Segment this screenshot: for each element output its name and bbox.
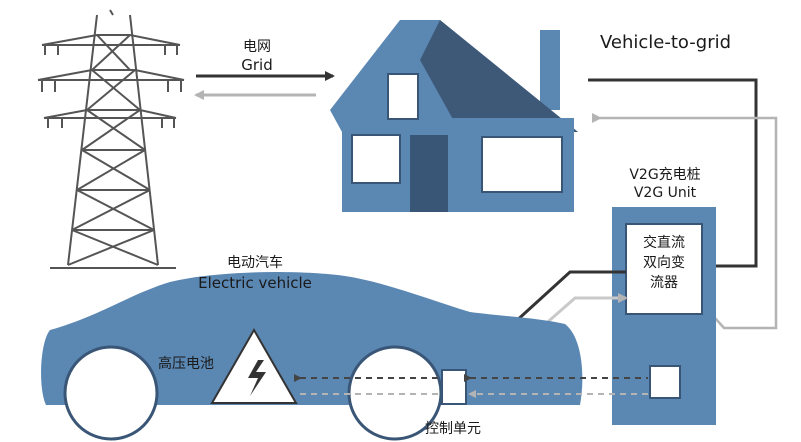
diagram-title: Vehicle-to-grid xyxy=(600,32,732,53)
v2g-unit-label-en: V2G Unit xyxy=(633,185,697,201)
grid-label-cn: 电网 xyxy=(243,39,271,55)
battery-label: 高压电池 xyxy=(158,356,214,372)
unit-to-house-line xyxy=(588,78,758,268)
converter-label-line2: 双向变 xyxy=(643,255,685,271)
power-transmission-tower-icon xyxy=(37,9,185,269)
control-unit-label: 控制单元 xyxy=(425,421,481,437)
house-to-unit-line xyxy=(592,113,778,330)
converter-label-line3: 流器 xyxy=(650,275,678,291)
house-icon xyxy=(330,20,578,212)
control-unit-box xyxy=(441,369,467,405)
v2g-unit-label-cn: V2G充电桩 xyxy=(629,167,701,183)
ev-label-en: Electric vehicle xyxy=(198,274,312,292)
high-voltage-warning-icon xyxy=(210,327,298,404)
electric-car-icon xyxy=(41,272,583,441)
ev-label-cn: 电动汽车 xyxy=(227,255,283,271)
converter-label-line1: 交直流 xyxy=(643,235,685,251)
grid-label-en: Grid xyxy=(241,56,273,74)
v2g-unit-icon xyxy=(612,207,716,425)
